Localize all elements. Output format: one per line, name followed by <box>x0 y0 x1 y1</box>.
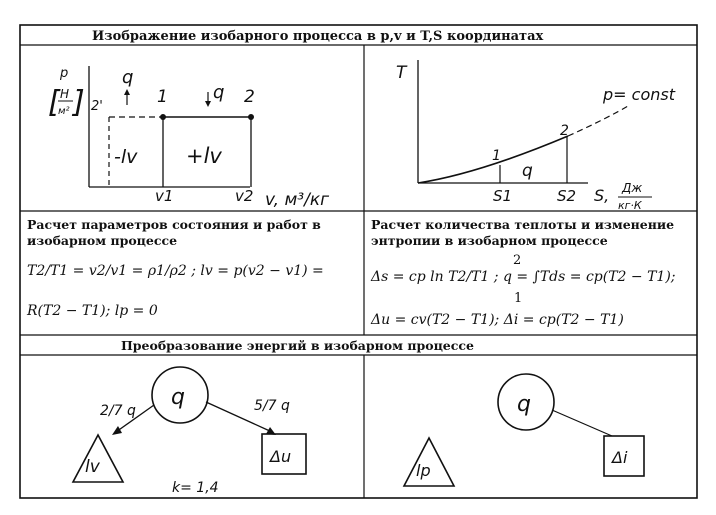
energy-left-diagram <box>71 366 307 483</box>
line-to-di <box>551 409 613 437</box>
t-axis-label: T <box>396 63 408 83</box>
q-left-label: q <box>171 385 185 410</box>
ts-point-1-label: 1 <box>492 148 501 164</box>
ts-q-label: q <box>522 161 533 181</box>
lp-triangle <box>402 436 456 487</box>
isobar-curve-label: p= const <box>602 85 676 104</box>
p-unit-den: м² <box>58 106 70 117</box>
lv-triangle <box>71 433 125 483</box>
s2-label: S2 <box>557 187 576 205</box>
v1-label: v1 <box>155 187 173 205</box>
integral-upper-limit: 2 <box>513 253 521 268</box>
p-axis-label: p <box>59 66 68 81</box>
s-axis-label: S, <box>594 186 609 205</box>
p-unit-bracket-right: ] <box>71 85 85 120</box>
s1-label: S1 <box>493 187 512 205</box>
isobar-curve <box>417 135 569 184</box>
params-formula-line1: T2/T1 = v2/v1 = ρ1/ρ2 ; lv = p(v2 − v1) … <box>27 263 324 279</box>
du-box <box>261 433 307 475</box>
point-1-dot <box>160 114 166 120</box>
point-1-label: 1 <box>157 87 168 107</box>
integral-lower-limit: 1 <box>514 291 522 306</box>
neg-work-label: -lv <box>114 146 138 168</box>
s-unit-den: кг·К <box>618 199 643 212</box>
frac-lv-label: 2/7 q <box>100 403 136 419</box>
params-formula-line2: R(T2 − T1); lp = 0 <box>26 303 158 319</box>
heat-formula-line1: Δs = cp ln T2/T1 ; q = ∫Tds = cp(T2 − T1… <box>370 269 676 285</box>
s-unit-num: Дж <box>621 181 642 195</box>
arrow-to-lv <box>115 404 155 433</box>
q-down-label: q <box>213 82 224 103</box>
v2-label: v2 <box>235 187 253 205</box>
ts-diagram <box>417 60 629 184</box>
energy-title: Преобразование энергий в изобарном проце… <box>121 338 474 353</box>
energy-right-diagram <box>402 373 645 487</box>
q-circle-right <box>497 373 555 431</box>
frac-du-label: 5/7 q <box>254 398 290 414</box>
q-up-label: q <box>122 67 133 88</box>
q-circle-left <box>151 366 209 424</box>
table-frame <box>19 24 698 499</box>
k-label: k= 1,4 <box>172 480 219 496</box>
heat-title-line2: энтропии в изобарном процессе <box>371 233 608 248</box>
arrow-to-du <box>205 401 273 433</box>
header-title: Изображение изобарного процесса в p,v и … <box>92 29 544 44</box>
p-unit-bracket-left: [ <box>48 85 61 120</box>
p-unit-num: Н <box>60 87 69 101</box>
di-label: Δi <box>610 448 628 467</box>
params-title-line1: Расчет параметров состояния и работ в <box>27 217 321 232</box>
pos-work-label: +lv <box>186 144 222 168</box>
di-box <box>603 435 645 477</box>
q-right-label: q <box>517 392 531 417</box>
params-title-line2: изобарном процессе <box>27 233 177 248</box>
pv-diagram <box>88 66 254 188</box>
heat-title-line1: Расчет количества теплоты и изменение <box>371 217 674 232</box>
v-axis-label: v, м³/кг <box>265 190 329 210</box>
lp-label: lp <box>416 461 431 480</box>
heat-formula-line2: Δu = cv(T2 − T1); Δi = cp(T2 − T1) <box>370 312 624 328</box>
point-2p-label: 2' <box>91 99 103 114</box>
point-2-dot <box>248 114 254 120</box>
lv-label: lv <box>85 457 101 477</box>
point-2-label: 2 <box>244 87 255 107</box>
du-label: Δu <box>268 447 291 466</box>
ts-point-2-label: 2 <box>560 123 569 139</box>
